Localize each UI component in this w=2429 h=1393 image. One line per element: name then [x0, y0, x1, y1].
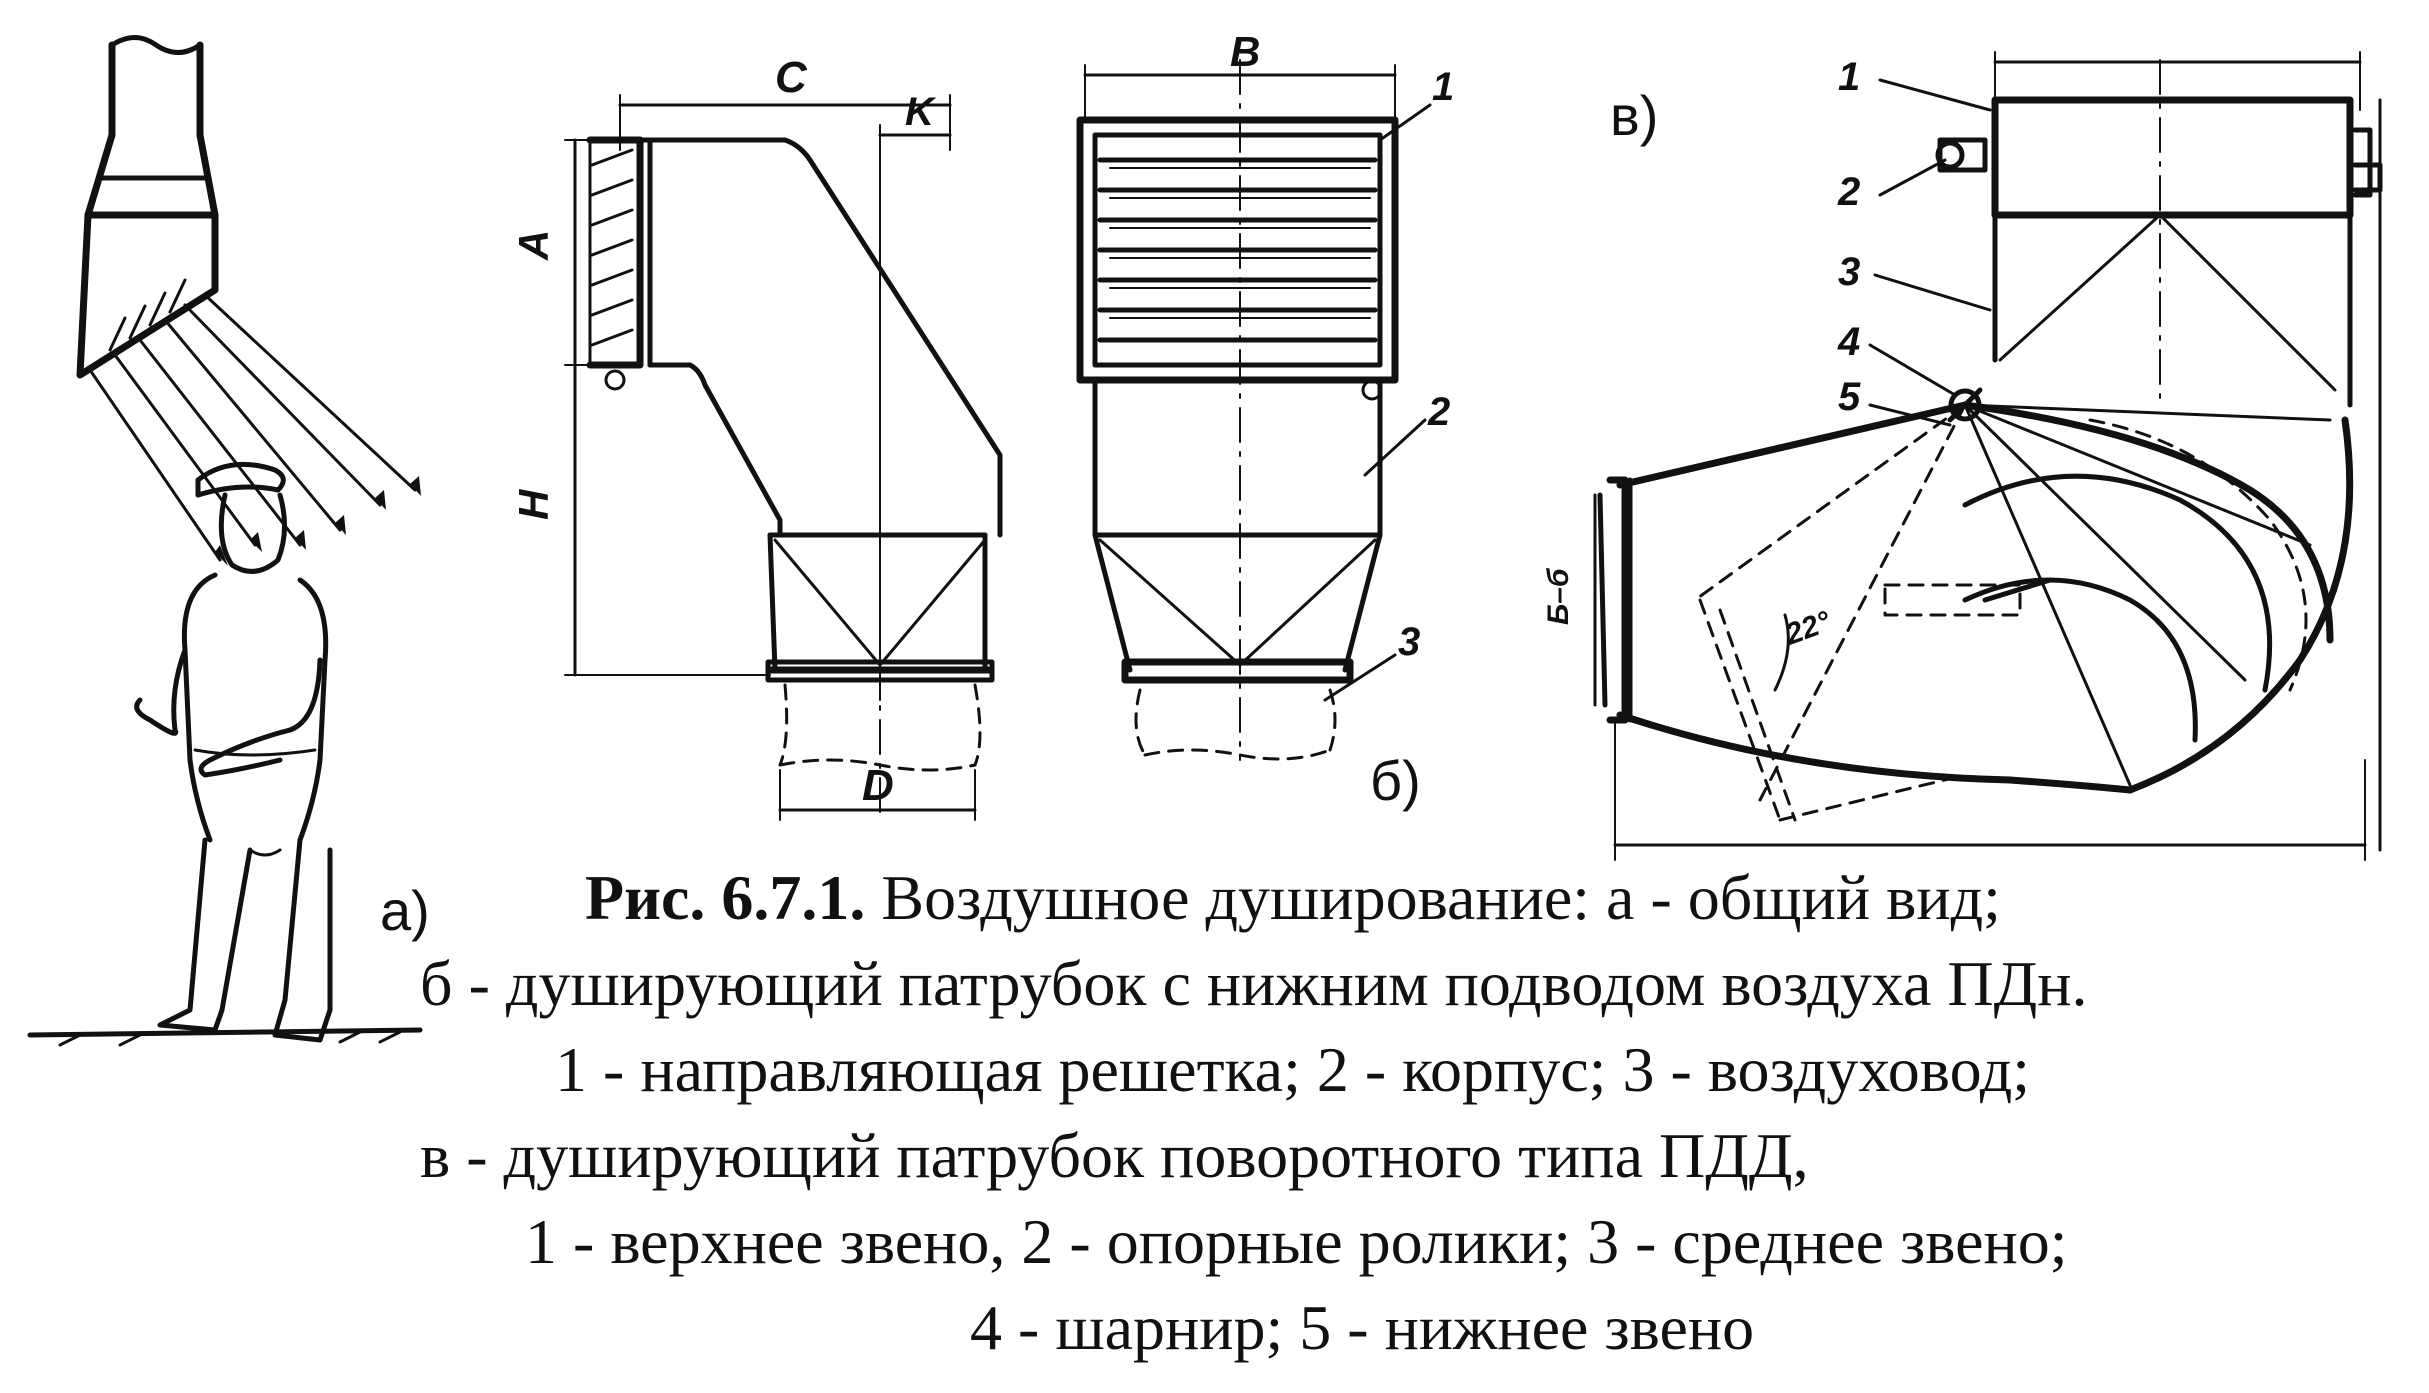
- panel-v-rotary-nozzle: Б–б в) 1 2 3 4 5 22°: [1542, 51, 2383, 861]
- panel-b-label: б): [1370, 749, 1421, 812]
- panel-a-general-view: [27, 35, 423, 1047]
- caption-line-6: 4 - шарнир; 5 - нижнее звено: [970, 1292, 1755, 1363]
- part-2-label-b: 2: [1427, 390, 1450, 434]
- dim-d-label: D: [862, 761, 894, 810]
- caption-line-3: 1 - направляющая решетка; 2 - корпус; 3 …: [555, 1034, 2031, 1105]
- dim-h-label: H: [510, 488, 557, 520]
- part-3-label-v: 3: [1838, 250, 1860, 294]
- dim-k-label: K: [905, 90, 937, 134]
- part-3-label-b: 3: [1398, 620, 1420, 664]
- caption-line-5: 1 - верхнее звено, 2 - опорные ролики; 3…: [525, 1206, 2068, 1277]
- dim-c-label: C: [775, 53, 808, 102]
- panel-b-side-view: C K A H D: [510, 53, 1003, 821]
- part-2-label-v: 2: [1837, 170, 1860, 214]
- dim-v-side-label: Б–б: [1542, 567, 1575, 625]
- dim-a-label: A: [510, 230, 557, 261]
- caption-line-2: б - душирующий патрубок с нижним подводо…: [420, 948, 2088, 1019]
- panel-v-label: в): [1610, 84, 1658, 147]
- dim-b-label: B: [1230, 28, 1260, 75]
- part-4-label-v: 4: [1837, 320, 1860, 364]
- caption-line-4: в - душирующий патрубок поворотного типа…: [420, 1120, 1809, 1191]
- part-1-label-b: 1: [1432, 65, 1454, 109]
- part-1-label-v: 1: [1838, 55, 1860, 99]
- caption-figure-ref: Рис. 6.7.1.: [585, 862, 866, 933]
- caption-line-1-text: Воздушное душирование: а - общий вид;: [865, 862, 2001, 933]
- caption-line-1: Рис. 6.7.1. Воздушное душирование: а - о…: [585, 855, 2001, 941]
- panel-b-front-view: B 1 2 3 б): [1076, 28, 1454, 812]
- part-5-label-v: 5: [1838, 375, 1861, 419]
- panel-a-label: а): [380, 879, 430, 942]
